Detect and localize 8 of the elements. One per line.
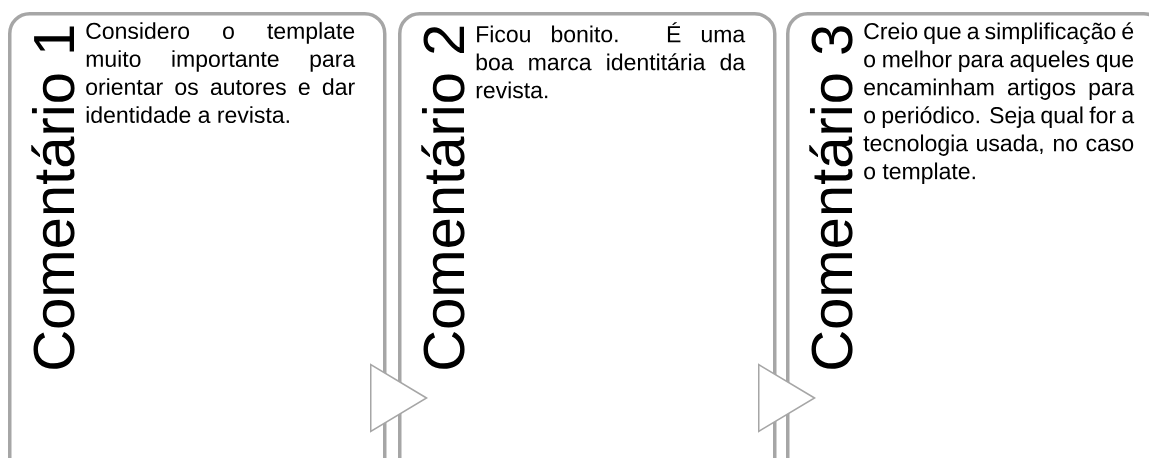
- comment-text: Considero o template muito importante para orientar os autores e dar identidade a revista.: [86, 22, 356, 124]
- vertical-title: Comentário 2: [421, 26, 465, 369]
- chevron-arrow: [757, 363, 816, 433]
- comment-text: Creio que a simplificação é o melhor para aqueles que encaminham artigos para o periódico. Seja qual for a tecnologia usada, no caso o template.: [863, 22, 1135, 184]
- vertical-title: Comentário 1: [31, 26, 75, 369]
- chevron-arrow: [369, 363, 428, 433]
- vertical-title: Comentário 3: [809, 26, 853, 369]
- comment-text: Ficou bonito. É uma boa marca identitária da revista.: [476, 22, 746, 99]
